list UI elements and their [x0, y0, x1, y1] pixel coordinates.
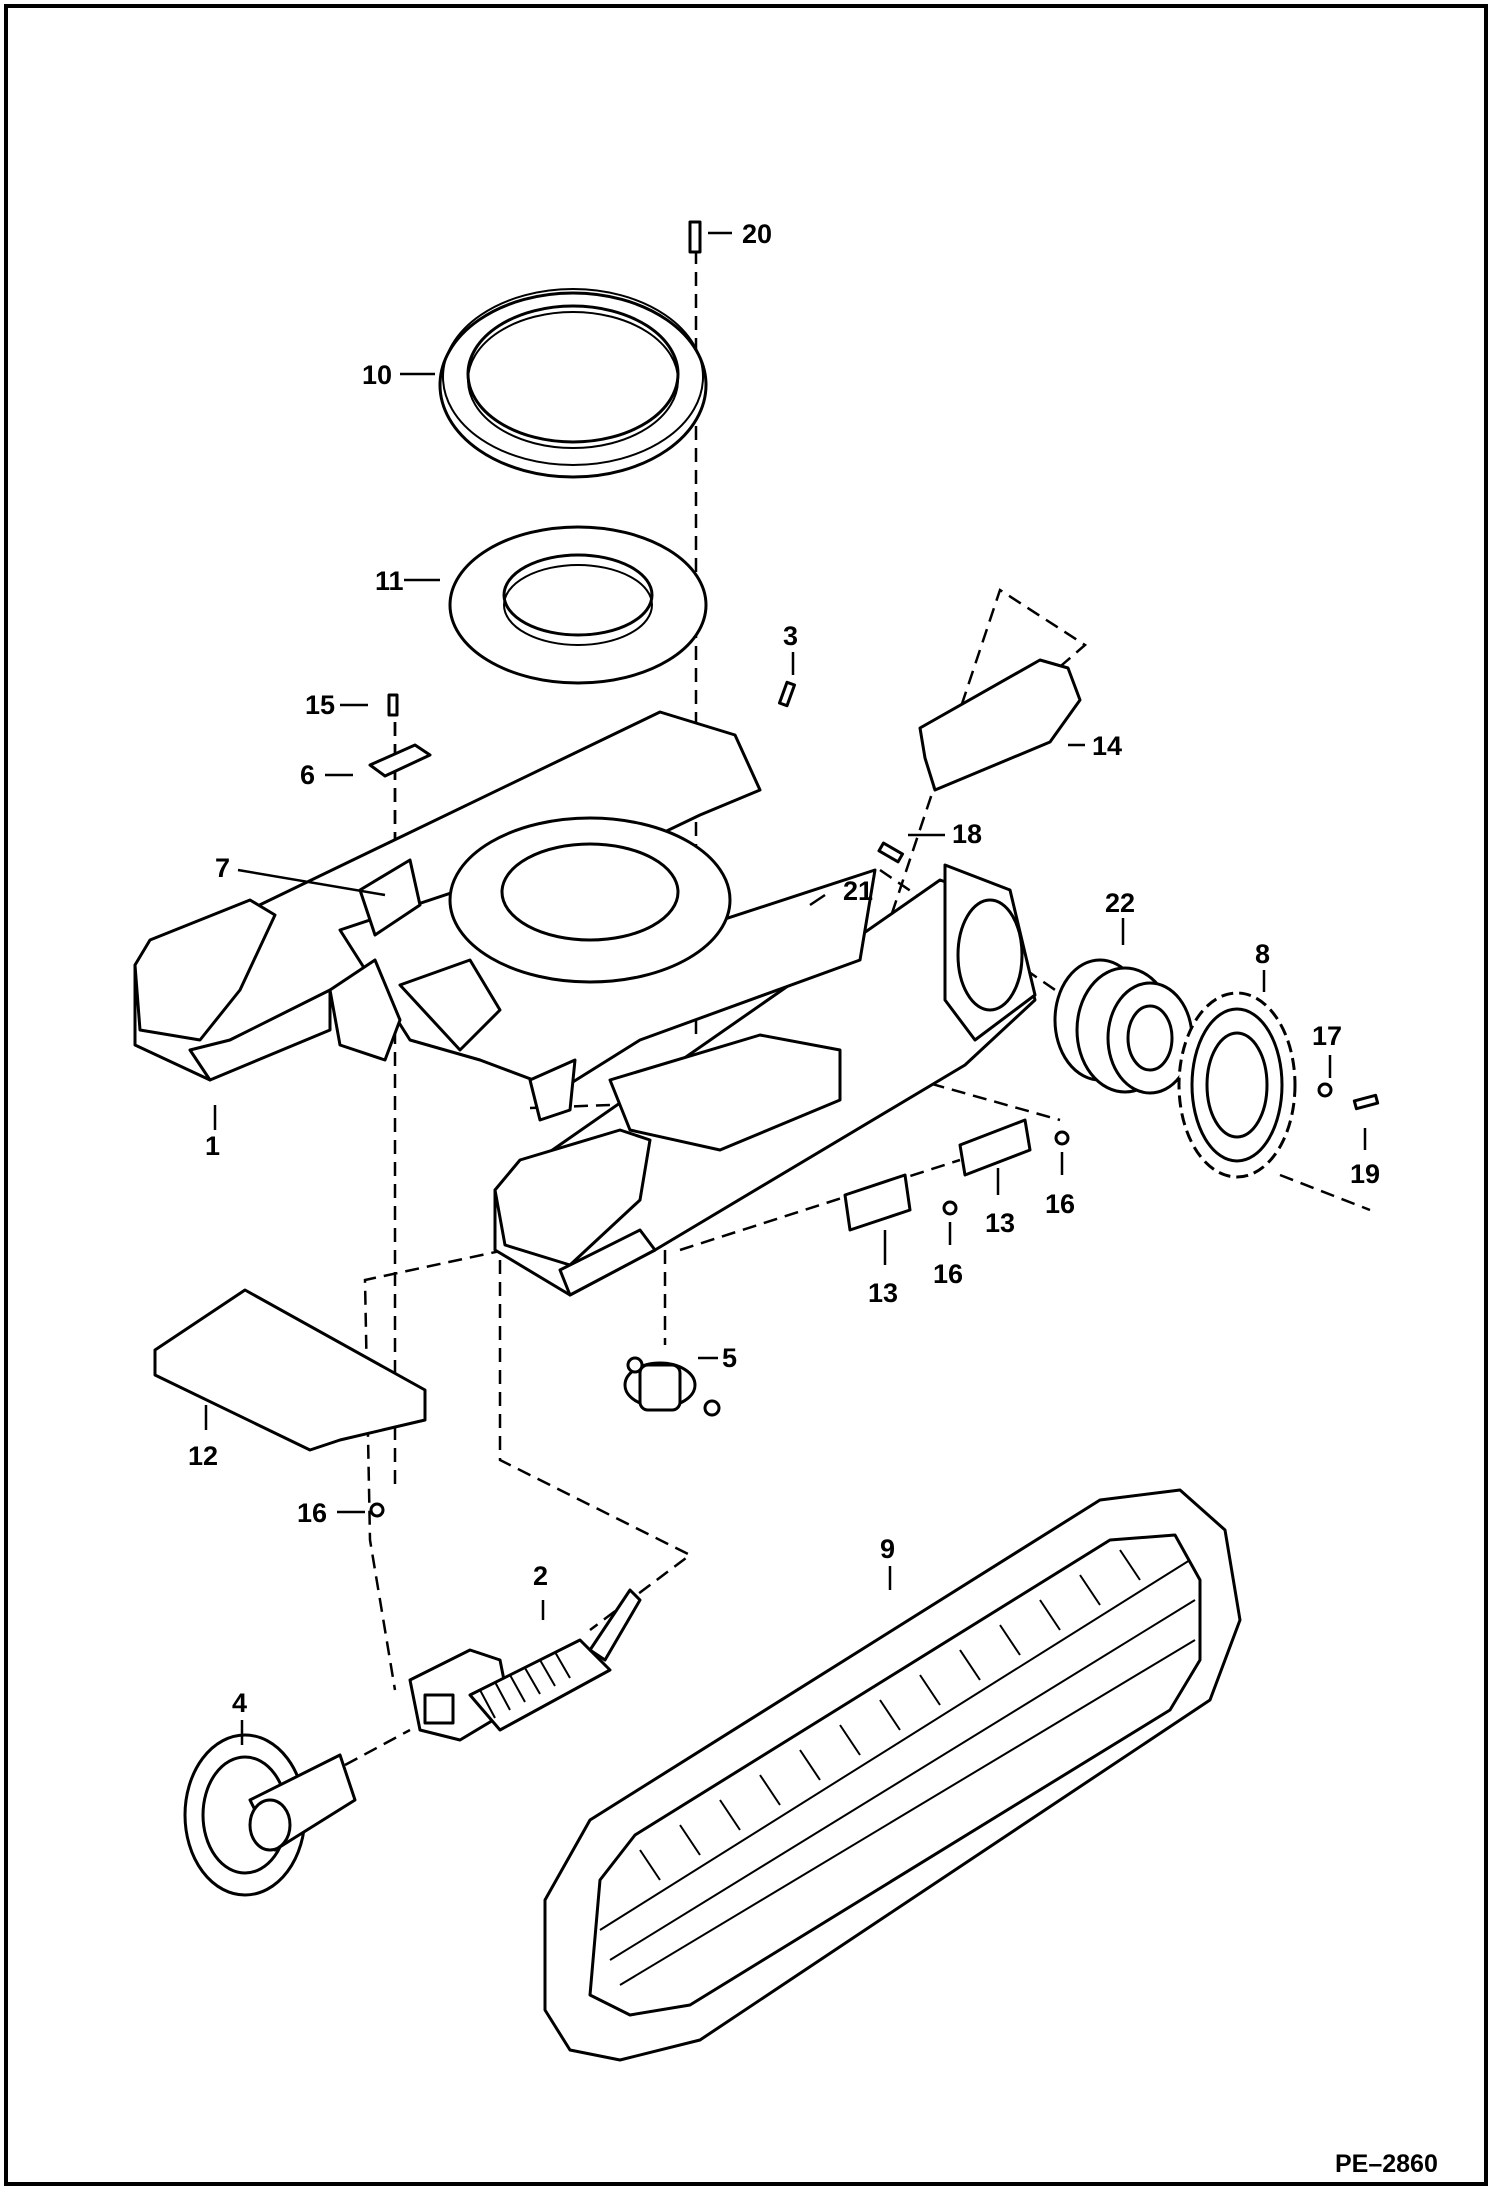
- callout-2: 2: [533, 1561, 548, 1591]
- drawing-border: [4, 4, 1488, 2186]
- callout-13-upper: 13: [985, 1208, 1015, 1238]
- callout-12: 12: [188, 1441, 218, 1471]
- callout-16-a: 16: [1045, 1189, 1075, 1219]
- callout-13-lower: 13: [868, 1278, 898, 1308]
- callout-16-c: 16: [297, 1498, 327, 1528]
- callout-20: 20: [742, 219, 772, 249]
- spacer-plate-11: [448, 525, 708, 685]
- front-idler-4: [183, 1733, 357, 1897]
- callout-16-b: 16: [933, 1259, 963, 1289]
- callout-5: 5: [722, 1343, 737, 1373]
- callout-8: 8: [1255, 939, 1270, 969]
- callout-19: 19: [1350, 1159, 1380, 1189]
- cover-13-lower: [843, 1173, 912, 1232]
- undercarriage-frame-1: [133, 710, 1037, 1297]
- callout-6: 6: [300, 760, 315, 790]
- callout-10: 10: [362, 360, 392, 390]
- under-guard-plate-12: [153, 1288, 427, 1452]
- callout-22: 22: [1105, 888, 1135, 918]
- callout-labels: 1 2 3 4 5 6 7 8 9 10 11 12 13 13 14 15 1…: [188, 219, 1380, 1718]
- leader-lines: [204, 231, 1367, 1745]
- bracket-block-6: [368, 743, 432, 778]
- recoil-spring-assembly-2: [408, 1588, 642, 1742]
- cover-plate-14: [918, 658, 1082, 792]
- bolt-20: [688, 220, 702, 254]
- drive-sprocket-8: [1177, 991, 1297, 1179]
- washer-17: [1317, 1082, 1333, 1098]
- rubber-track-9: [543, 1488, 1242, 2062]
- callout-3: 3: [783, 621, 798, 651]
- callout-1: 1: [205, 1131, 220, 1161]
- callout-14: 14: [1092, 731, 1122, 761]
- callout-17: 17: [1312, 1021, 1342, 1051]
- swing-bearing-ring-10: [438, 288, 708, 479]
- callout-7: 7: [215, 853, 230, 883]
- cover-13-upper: [958, 1118, 1032, 1177]
- callout-18: 18: [952, 819, 982, 849]
- callout-9: 9: [880, 1534, 895, 1564]
- callout-21: 21: [843, 876, 873, 906]
- bolt-18: [877, 841, 905, 864]
- travel-motor-22: [1053, 958, 1194, 1095]
- bolt-15: [387, 693, 399, 717]
- carrier-roller-5: [623, 1356, 721, 1417]
- bolt-16-a: [1054, 1130, 1070, 1146]
- callout-11: 11: [375, 566, 404, 596]
- bolt-16-c: [369, 1502, 385, 1518]
- bolt-19: [1352, 1093, 1380, 1111]
- callout-15: 15: [305, 690, 335, 720]
- bolt-16-b: [942, 1200, 958, 1216]
- drawing-reference-id: PE–2860: [1335, 2150, 1438, 2178]
- bolt-3: [777, 680, 797, 708]
- callout-4: 4: [232, 1688, 247, 1718]
